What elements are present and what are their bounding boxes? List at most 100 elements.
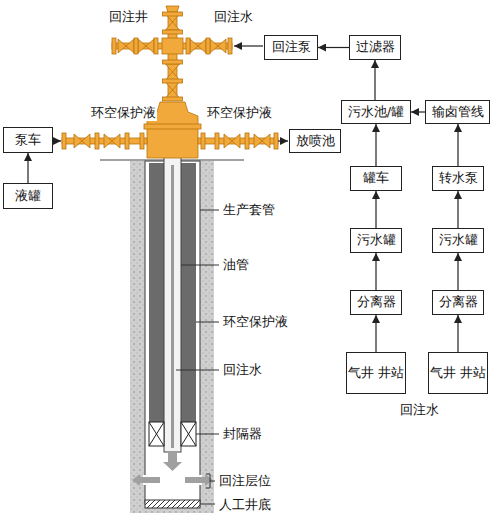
flow-arrow — [375, 191, 376, 228]
valve — [224, 134, 240, 148]
part-label: 回注水 — [399, 402, 440, 418]
flow-arrow — [27, 153, 28, 183]
flange — [163, 12, 183, 16]
flange — [163, 30, 183, 34]
part-label: 回注层位 — [218, 473, 272, 489]
tubing — [164, 150, 181, 452]
process-box: 泵车 — [3, 127, 53, 153]
flow-line — [234, 45, 263, 46]
part-label: 生产套管 — [222, 202, 276, 218]
flange — [163, 97, 183, 101]
flange — [274, 133, 278, 149]
valve — [74, 134, 90, 148]
bracket — [206, 474, 215, 488]
box-text: 罐车 — [363, 170, 389, 187]
flange — [140, 133, 144, 149]
wellhead-cross — [162, 38, 183, 54]
flange — [125, 133, 129, 149]
valve — [166, 64, 180, 80]
box-text: 输卤管线 — [432, 104, 484, 121]
flow-arrow — [457, 315, 458, 352]
flow-arrow — [318, 47, 349, 48]
flow-arrow — [457, 253, 458, 290]
process-box: 放喷池 — [289, 129, 341, 153]
box-text: 过滤器 — [356, 39, 395, 56]
box-text: 气井 井站 — [430, 365, 486, 382]
wellhead-cap — [166, 6, 179, 12]
packer — [181, 422, 196, 446]
part-label: 回注水 — [222, 362, 263, 378]
flange — [228, 38, 232, 54]
box-text: 污水罐 — [357, 232, 396, 249]
part-label: 环空保护液 — [206, 105, 273, 121]
flange — [215, 133, 219, 149]
box-text: 污水罐 — [439, 232, 478, 249]
leader-line — [181, 265, 219, 266]
flange — [154, 38, 158, 54]
packer-cross — [149, 422, 164, 446]
flow-arrow — [374, 60, 375, 100]
box-text: 放喷池 — [296, 133, 335, 150]
flow-arrow — [457, 124, 458, 166]
process-box: 气井 井站 — [428, 352, 488, 394]
valve — [118, 39, 134, 53]
box-text: 分离器 — [357, 294, 396, 311]
artificial-bottom — [145, 500, 200, 508]
valve — [210, 39, 226, 53]
process-box: 罐车 — [350, 166, 402, 191]
flow-arrow — [163, 452, 182, 471]
part-label: 回注井 — [108, 9, 149, 25]
process-box: 分离器 — [432, 290, 484, 315]
process-box: 污水池/罐 — [341, 100, 411, 124]
box-text: 污水池/罐 — [348, 104, 404, 121]
flange — [201, 133, 205, 149]
flow-arrow — [375, 253, 376, 290]
formation — [130, 161, 214, 513]
box-text: 气井 井站 — [348, 365, 404, 382]
box-text: 回注泵 — [272, 39, 311, 56]
flow-line — [278, 140, 288, 141]
packer — [149, 422, 164, 446]
flange — [163, 79, 183, 83]
part-label: 人工井底 — [218, 497, 272, 513]
flow-arrow — [132, 474, 160, 486]
flange — [134, 38, 138, 54]
process-box: 转水泵 — [432, 166, 484, 191]
valve — [254, 134, 270, 148]
flange — [186, 38, 190, 54]
process-box: 液罐 — [3, 183, 53, 209]
process-box: 过滤器 — [349, 35, 401, 60]
leader-line — [196, 322, 219, 323]
flange — [245, 133, 249, 149]
well-bore — [149, 446, 196, 500]
part-label: 环空保护液 — [90, 105, 157, 121]
box-text: 液罐 — [15, 188, 41, 205]
valve — [104, 134, 120, 148]
process-box: 气井 井站 — [346, 352, 406, 394]
leader-line — [200, 210, 219, 211]
process-box: 回注泵 — [264, 35, 318, 60]
flange — [62, 133, 66, 149]
flange — [112, 38, 116, 54]
part-label: 封隔器 — [222, 426, 263, 442]
flow-arrow — [375, 315, 376, 352]
flow-line — [53, 140, 61, 141]
box-text: 分离器 — [439, 294, 478, 311]
box-text: 转水泵 — [439, 170, 478, 187]
valve — [138, 39, 154, 53]
valve — [166, 82, 180, 98]
box-text: 泵车 — [15, 132, 41, 149]
part-label: 回注水 — [213, 9, 254, 25]
flange — [144, 124, 201, 129]
flow-arrow — [411, 111, 425, 112]
flange — [206, 38, 210, 54]
part-label: 油管 — [222, 257, 250, 273]
process-box: 输卤管线 — [425, 100, 490, 124]
injection-water — [171, 165, 174, 448]
flow-arrow — [457, 191, 458, 228]
process-box: 污水罐 — [432, 228, 484, 253]
leader-line — [176, 370, 219, 371]
flange — [163, 60, 183, 64]
valve — [190, 39, 206, 53]
